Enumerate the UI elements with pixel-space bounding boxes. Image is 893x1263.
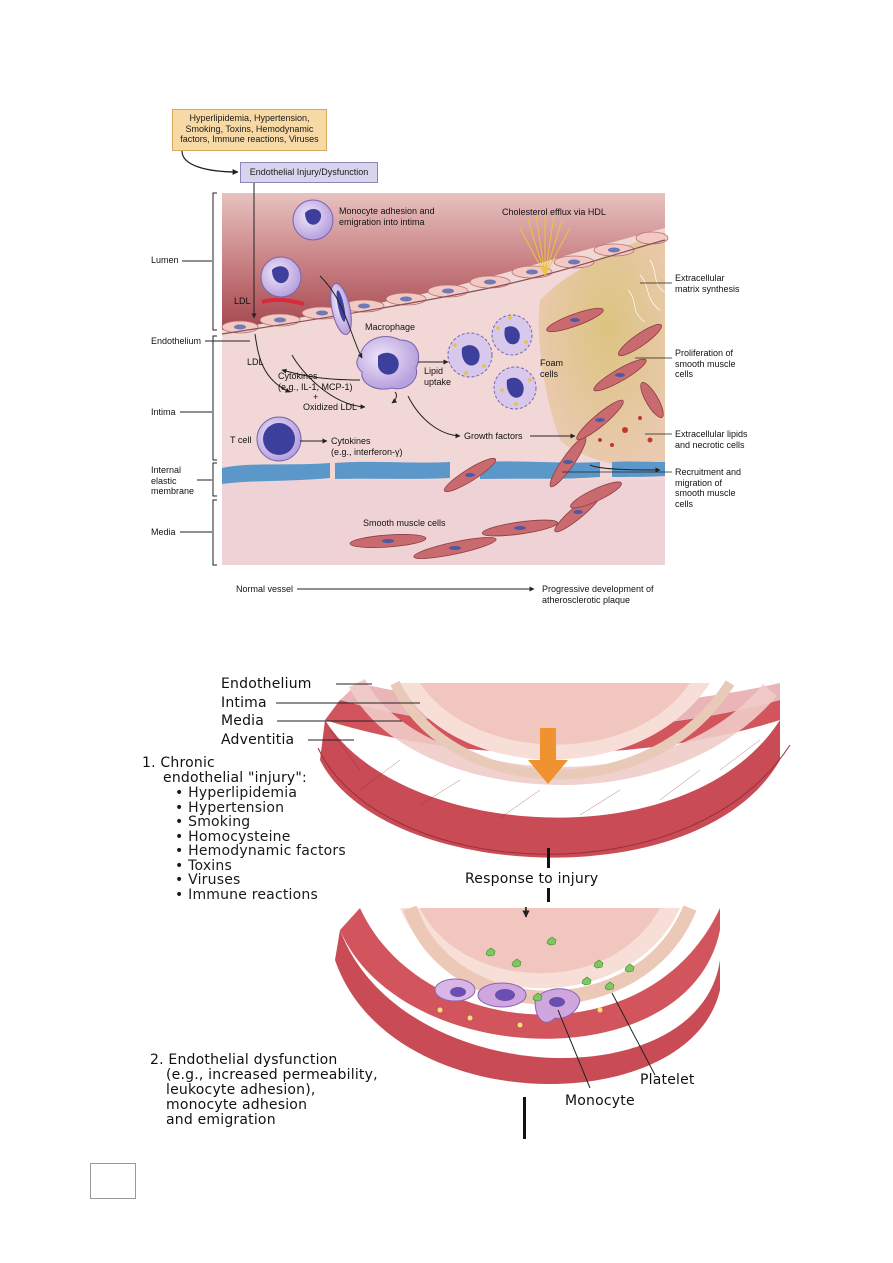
label-cholesterol-efflux: Cholesterol efflux via HDL	[502, 207, 606, 217]
t-cell	[256, 416, 302, 462]
internal-elastic-membrane	[222, 461, 665, 484]
list-item: Immune reactions	[175, 887, 346, 903]
label-growth-factors: Growth factors	[464, 431, 523, 441]
label-monocyte-adhesion: Monocyte adhesion and emigration into in…	[339, 206, 435, 227]
label-adventitia: Adventitia	[221, 732, 295, 748]
label-intima-2: Intima	[221, 695, 267, 711]
vessel-section-1	[317, 678, 791, 858]
list-item: Homocysteine	[175, 829, 346, 845]
label-plus: +	[313, 392, 319, 402]
risk-factors-line-2: Smoking, Toxins, Hemodynamic	[185, 123, 314, 134]
label-normal-vessel: Normal vessel	[236, 584, 294, 594]
label-ldl-mid: LDL	[247, 357, 264, 367]
risk-factors-line-3: factors, Immune reactions, Viruses	[180, 134, 319, 144]
list-item: Hypertension	[175, 800, 346, 816]
list-item: Hyperlipidemia	[175, 786, 346, 801]
label-progressive-development: Progressive development of atherosclerot…	[542, 584, 654, 605]
list-item: Smoking	[175, 815, 346, 830]
label-smooth-muscle-cells: Smooth muscle cells	[363, 518, 446, 528]
risk-factors-line-1: Hyperlipidemia, Hypertension,	[189, 113, 310, 123]
label-monocyte: Monocyte	[565, 1093, 635, 1109]
injury-arrow	[528, 728, 568, 784]
label-oxidized-ldl: Oxidized LDL	[303, 402, 358, 412]
label-intima: Intima	[151, 407, 176, 417]
label-platelet: Platelet	[640, 1072, 695, 1088]
list-item: Hemodynamic factors	[175, 844, 346, 859]
list-item: Toxins	[175, 858, 346, 874]
label-foam-cells: Foam cells	[540, 358, 564, 379]
cholesterol-efflux-spray	[519, 212, 571, 276]
label-response-to-injury: Response to injury	[465, 871, 599, 887]
step2-text: 2. Endothelial dysfunction (e.g., increa…	[150, 1052, 378, 1128]
plaque-region	[538, 232, 665, 470]
label-ldl-top: LDL	[234, 296, 251, 306]
risk-factors-box: Hyperlipidemia, Hypertension, Smoking, T…	[172, 109, 327, 151]
endothelial-injury-box: Endothelial Injury/Dysfunction	[240, 162, 378, 183]
label-lipid-uptake: Lipid uptake	[424, 366, 452, 387]
label-lumen: Lumen	[151, 255, 179, 265]
necrotic-cells	[598, 416, 653, 447]
injury-causes-list: Hyperlipidemia Hypertension Smoking Homo…	[175, 786, 346, 902]
monocytes	[260, 199, 352, 336]
label-media: Media	[151, 527, 176, 537]
step1-title: 1. Chronic endothelial "injury":	[142, 755, 307, 786]
foam-cells	[447, 314, 537, 410]
label-endothelium-2: Endothelium	[221, 676, 312, 692]
label-recruitment: Recruitment and migration of smooth musc…	[675, 467, 742, 509]
label-cytokines-il1: Cytokines (e.g., IL-1, MCP-1)	[278, 371, 353, 392]
label-media-2: Media	[221, 713, 265, 729]
label-t-cell: T cell	[230, 435, 252, 445]
label-macrophage: Macrophage	[365, 322, 416, 332]
label-endothelium: Endothelium	[151, 336, 202, 346]
label-proliferation: Proliferation of smooth muscle cells	[675, 348, 736, 379]
extracellular-matrix	[627, 259, 666, 323]
label-extracellular-lipids: Extracellular lipids and necrotic cells	[675, 429, 748, 450]
label-cytokines-interferon: Cytokines (e.g., interferon-γ)	[331, 436, 403, 457]
list-item: Viruses	[175, 873, 346, 888]
macrophage	[356, 336, 420, 390]
layer-brackets	[212, 192, 217, 566]
vessel-section-2	[335, 905, 720, 1089]
platelets	[485, 936, 635, 1002]
label-internal-elastic-membrane: Internal elastic membrane	[151, 465, 195, 496]
label-ecm-synthesis: Extracellular matrix synthesis	[675, 273, 740, 294]
page-corner-icon	[90, 1163, 136, 1199]
